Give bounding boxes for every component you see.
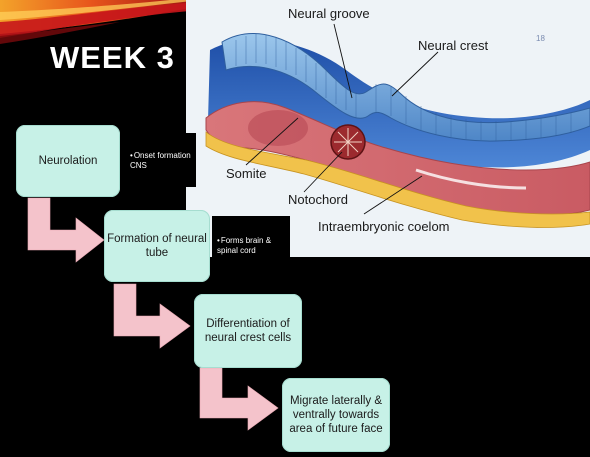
flow-step-neurolation: Neurolation — [16, 125, 120, 197]
label-somite: Somite — [226, 166, 267, 181]
embryo-illustration: Neural groove Neural crest Somite Notoch… — [186, 0, 590, 257]
note-bullet: • — [130, 151, 133, 160]
flow-step-differentiation: Differentiation of neural crest cells — [194, 294, 302, 368]
flow-step-migrate: Migrate laterally & ventrally towards ar… — [282, 378, 390, 452]
embryo-drawing — [186, 0, 590, 257]
flow-arrow-3 — [199, 367, 279, 431]
page-number: 18 — [536, 34, 545, 43]
label-neural-crest: Neural crest — [418, 38, 489, 53]
flow-arrow-2 — [113, 283, 191, 349]
label-notochord: Notochord — [288, 192, 348, 207]
header-swoosh — [0, 0, 200, 44]
note-text: Onset formation CNS — [130, 151, 191, 170]
note-text: Forms brain & spinal cord — [217, 236, 272, 255]
flow-arrow-1 — [27, 197, 105, 263]
label-neural-groove: Neural groove — [288, 6, 370, 21]
flow-step-formation-neural-tube: Formation of neural tube — [104, 210, 210, 282]
note-bullet: • — [217, 236, 220, 245]
flow-note-neural-tube: •Forms brain & spinal cord — [212, 216, 290, 264]
slide-title: WEEK 3 — [50, 40, 175, 75]
label-intraembryonic-coelom: Intraembryonic coelom — [318, 219, 450, 234]
flow-note-neurolation: •Onset formation CNS — [124, 133, 196, 187]
